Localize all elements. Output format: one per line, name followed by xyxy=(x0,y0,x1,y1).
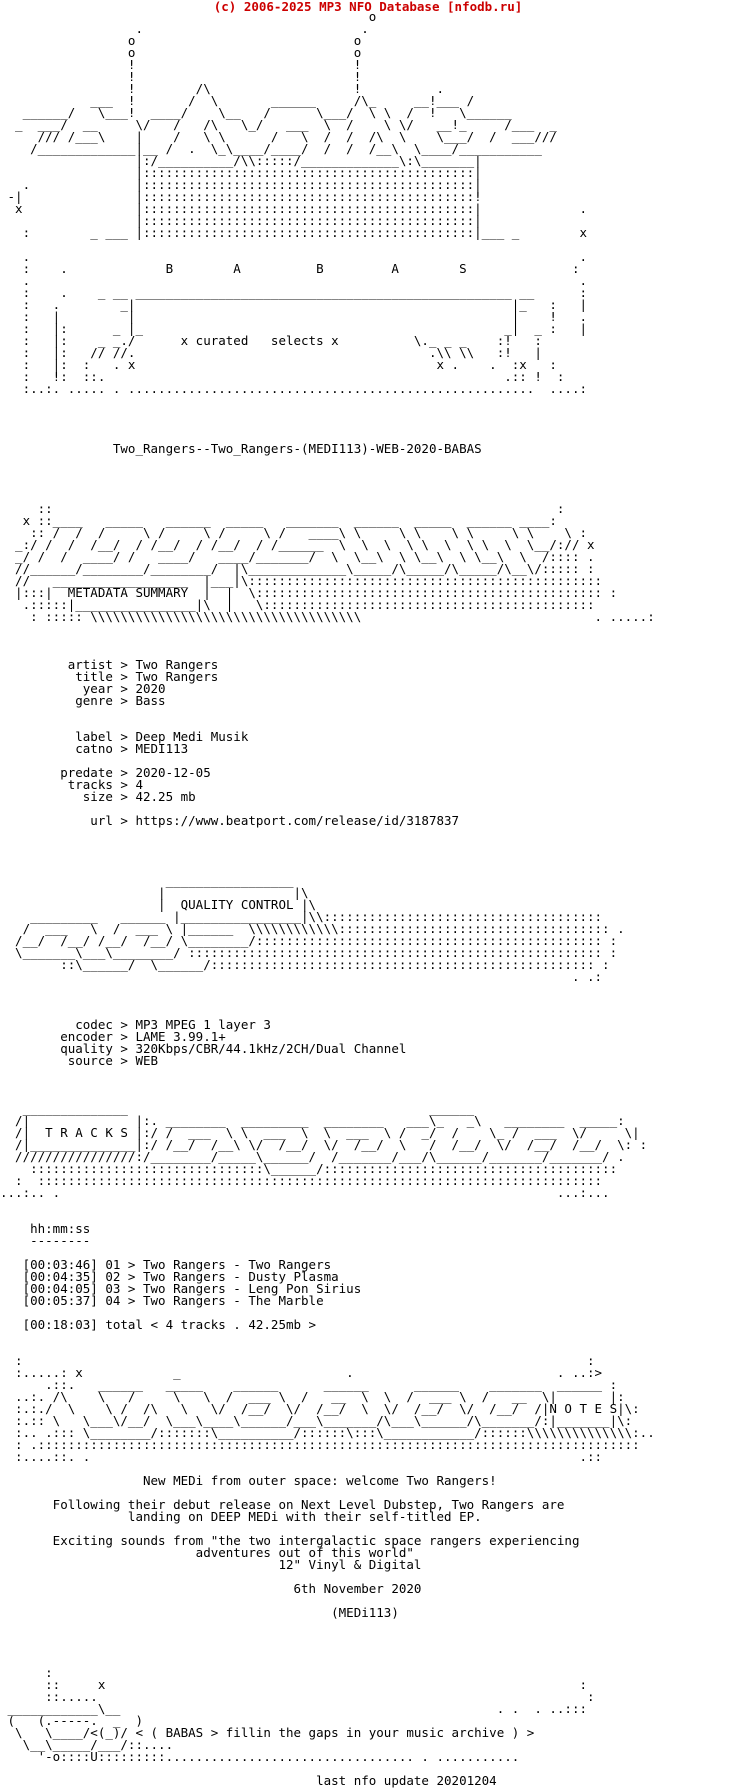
nfo-database-banner: (c) 2006-2025 MP3 NFO Database [nfodb.ru… xyxy=(213,0,523,14)
nfo-text-block: o . . o o o o ! ! xyxy=(0,9,655,1788)
